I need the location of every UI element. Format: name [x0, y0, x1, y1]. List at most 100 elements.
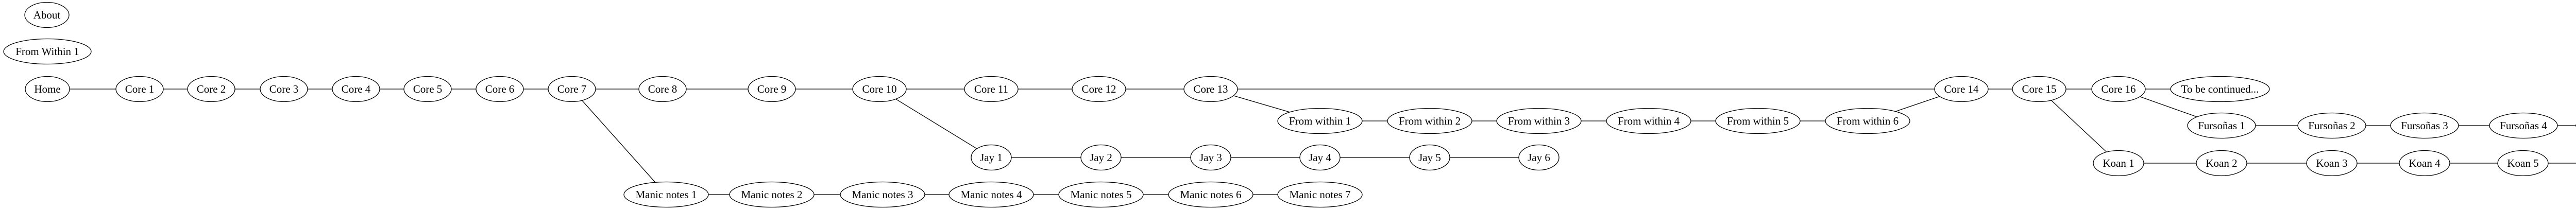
- node-ellipse-jay-1[interactable]: [971, 144, 1012, 171]
- node-from-within-cap[interactable]: From Within 1: [3, 38, 92, 65]
- node-ellipse-koan-3[interactable]: [2306, 150, 2358, 177]
- node-ellipse-fw-4[interactable]: [1606, 108, 1691, 134]
- node-ellipse-core-2[interactable]: [187, 76, 235, 102]
- node-fw-6[interactable]: From within 6: [1825, 108, 1910, 134]
- node-core-16[interactable]: Core 16: [2091, 76, 2146, 102]
- node-manic-1[interactable]: Manic notes 1: [623, 181, 709, 208]
- node-ellipse-fw-5[interactable]: [1715, 108, 1801, 134]
- node-ellipse-core-12[interactable]: [1072, 76, 1126, 102]
- node-ellipse-fursonas-4[interactable]: [2489, 112, 2558, 139]
- node-ellipse-fw-2[interactable]: [1387, 108, 1472, 134]
- node-fursonas-4[interactable]: Fursoñas 4: [2489, 112, 2558, 139]
- node-ellipse-fw-3[interactable]: [1496, 108, 1582, 134]
- node-manic-2[interactable]: Manic notes 2: [729, 181, 815, 208]
- node-jay-5[interactable]: Jay 5: [1409, 144, 1450, 171]
- node-ellipse-core-3[interactable]: [260, 76, 308, 102]
- node-ellipse-jay-3[interactable]: [1190, 144, 1231, 171]
- node-ellipse-manic-3[interactable]: [840, 181, 925, 208]
- node-fw-4[interactable]: From within 4: [1606, 108, 1691, 134]
- node-ellipse-core-9[interactable]: [748, 76, 796, 102]
- node-jay-6[interactable]: Jay 6: [1518, 144, 1560, 171]
- node-ellipse-fw-6[interactable]: [1825, 108, 1910, 134]
- node-ellipse-core-5[interactable]: [403, 76, 452, 102]
- node-ellipse-core-10[interactable]: [852, 76, 907, 102]
- node-core-1[interactable]: Core 1: [115, 76, 164, 102]
- node-ellipse-manic-6[interactable]: [1168, 181, 1253, 208]
- node-ellipse-manic-2[interactable]: [729, 181, 815, 208]
- node-jay-1[interactable]: Jay 1: [971, 144, 1012, 171]
- node-ellipse-core-11[interactable]: [964, 76, 1019, 102]
- node-koan-1[interactable]: Koan 1: [2093, 150, 2144, 177]
- node-manic-6[interactable]: Manic notes 6: [1168, 181, 1253, 208]
- node-fursonas-3[interactable]: Fursoñas 3: [2390, 112, 2459, 139]
- node-koan-4[interactable]: Koan 4: [2399, 150, 2450, 177]
- node-koan-3[interactable]: Koan 3: [2306, 150, 2358, 177]
- node-core-6[interactable]: Core 6: [476, 76, 524, 102]
- node-ellipse-manic-4[interactable]: [948, 181, 1034, 208]
- node-jay-4[interactable]: Jay 4: [1299, 144, 1341, 171]
- node-core-14[interactable]: Core 14: [1934, 76, 1989, 102]
- node-core-7[interactable]: Core 7: [548, 76, 596, 102]
- node-ellipse-fursonas-2[interactable]: [2297, 112, 2366, 139]
- node-fw-2[interactable]: From within 2: [1387, 108, 1472, 134]
- node-core-11[interactable]: Core 11: [964, 76, 1019, 102]
- node-ellipse-fw-1[interactable]: [1277, 108, 1363, 134]
- node-ellipse-core-15[interactable]: [2012, 76, 2066, 102]
- node-core-12[interactable]: Core 12: [1072, 76, 1126, 102]
- node-ellipse-core-4[interactable]: [332, 76, 380, 102]
- node-label-manic-4: Manic notes 4: [961, 188, 1022, 201]
- node-core-13[interactable]: Core 13: [1183, 76, 1238, 102]
- node-koan-2[interactable]: Koan 2: [2196, 150, 2247, 177]
- node-ellipse-to-be-continued[interactable]: [2170, 76, 2270, 102]
- node-ellipse-core-6[interactable]: [476, 76, 524, 102]
- node-jay-3[interactable]: Jay 3: [1190, 144, 1231, 171]
- node-ellipse-koan-1[interactable]: [2093, 150, 2144, 177]
- node-core-3[interactable]: Core 3: [260, 76, 308, 102]
- node-home[interactable]: Home: [25, 76, 70, 102]
- node-about[interactable]: About: [24, 2, 70, 28]
- node-ellipse-koan-2[interactable]: [2196, 150, 2247, 177]
- node-ellipse-from-within-cap[interactable]: [3, 38, 92, 65]
- node-label-fursonas-1: Fursoñas 1: [2198, 119, 2245, 132]
- node-core-8[interactable]: Core 8: [638, 76, 687, 102]
- node-ellipse-core-13[interactable]: [1183, 76, 1238, 102]
- node-fursonas-2[interactable]: Fursoñas 2: [2297, 112, 2366, 139]
- node-manic-3[interactable]: Manic notes 3: [840, 181, 925, 208]
- node-to-be-continued[interactable]: To be continued...: [2170, 76, 2270, 102]
- node-fw-1[interactable]: From within 1: [1277, 108, 1363, 134]
- node-fursonas-1[interactable]: Fursoñas 1: [2187, 112, 2256, 139]
- node-core-15[interactable]: Core 15: [2012, 76, 2066, 102]
- node-core-5[interactable]: Core 5: [403, 76, 452, 102]
- node-jay-2[interactable]: Jay 2: [1080, 144, 1122, 171]
- node-koan-5[interactable]: Koan 5: [2497, 150, 2549, 177]
- node-ellipse-koan-4[interactable]: [2399, 150, 2450, 177]
- node-label-home: Home: [34, 83, 60, 95]
- node-core-9[interactable]: Core 9: [748, 76, 796, 102]
- node-ellipse-core-8[interactable]: [638, 76, 687, 102]
- node-ellipse-core-16[interactable]: [2091, 76, 2146, 102]
- node-ellipse-home[interactable]: [25, 76, 70, 102]
- node-ellipse-jay-4[interactable]: [1299, 144, 1341, 171]
- node-label-manic-1: Manic notes 1: [636, 188, 697, 201]
- node-ellipse-manic-1[interactable]: [623, 181, 709, 208]
- node-ellipse-jay-6[interactable]: [1518, 144, 1560, 171]
- node-core-2[interactable]: Core 2: [187, 76, 235, 102]
- node-ellipse-jay-2[interactable]: [1080, 144, 1122, 171]
- node-ellipse-about[interactable]: [24, 2, 70, 28]
- node-ellipse-koan-5[interactable]: [2497, 150, 2549, 177]
- node-ellipse-core-7[interactable]: [548, 76, 596, 102]
- node-ellipse-core-1[interactable]: [115, 76, 164, 102]
- node-ellipse-manic-5[interactable]: [1058, 181, 1144, 208]
- node-ellipse-fursonas-1[interactable]: [2187, 112, 2256, 139]
- node-ellipse-manic-7[interactable]: [1277, 181, 1363, 208]
- node-manic-7[interactable]: Manic notes 7: [1277, 181, 1363, 208]
- node-ellipse-jay-5[interactable]: [1409, 144, 1450, 171]
- node-manic-5[interactable]: Manic notes 5: [1058, 181, 1144, 208]
- node-ellipse-fursonas-3[interactable]: [2390, 112, 2459, 139]
- node-core-4[interactable]: Core 4: [332, 76, 380, 102]
- node-manic-4[interactable]: Manic notes 4: [948, 181, 1034, 208]
- node-fw-5[interactable]: From within 5: [1715, 108, 1801, 134]
- node-ellipse-core-14[interactable]: [1934, 76, 1989, 102]
- node-core-10[interactable]: Core 10: [852, 76, 907, 102]
- node-fw-3[interactable]: From within 3: [1496, 108, 1582, 134]
